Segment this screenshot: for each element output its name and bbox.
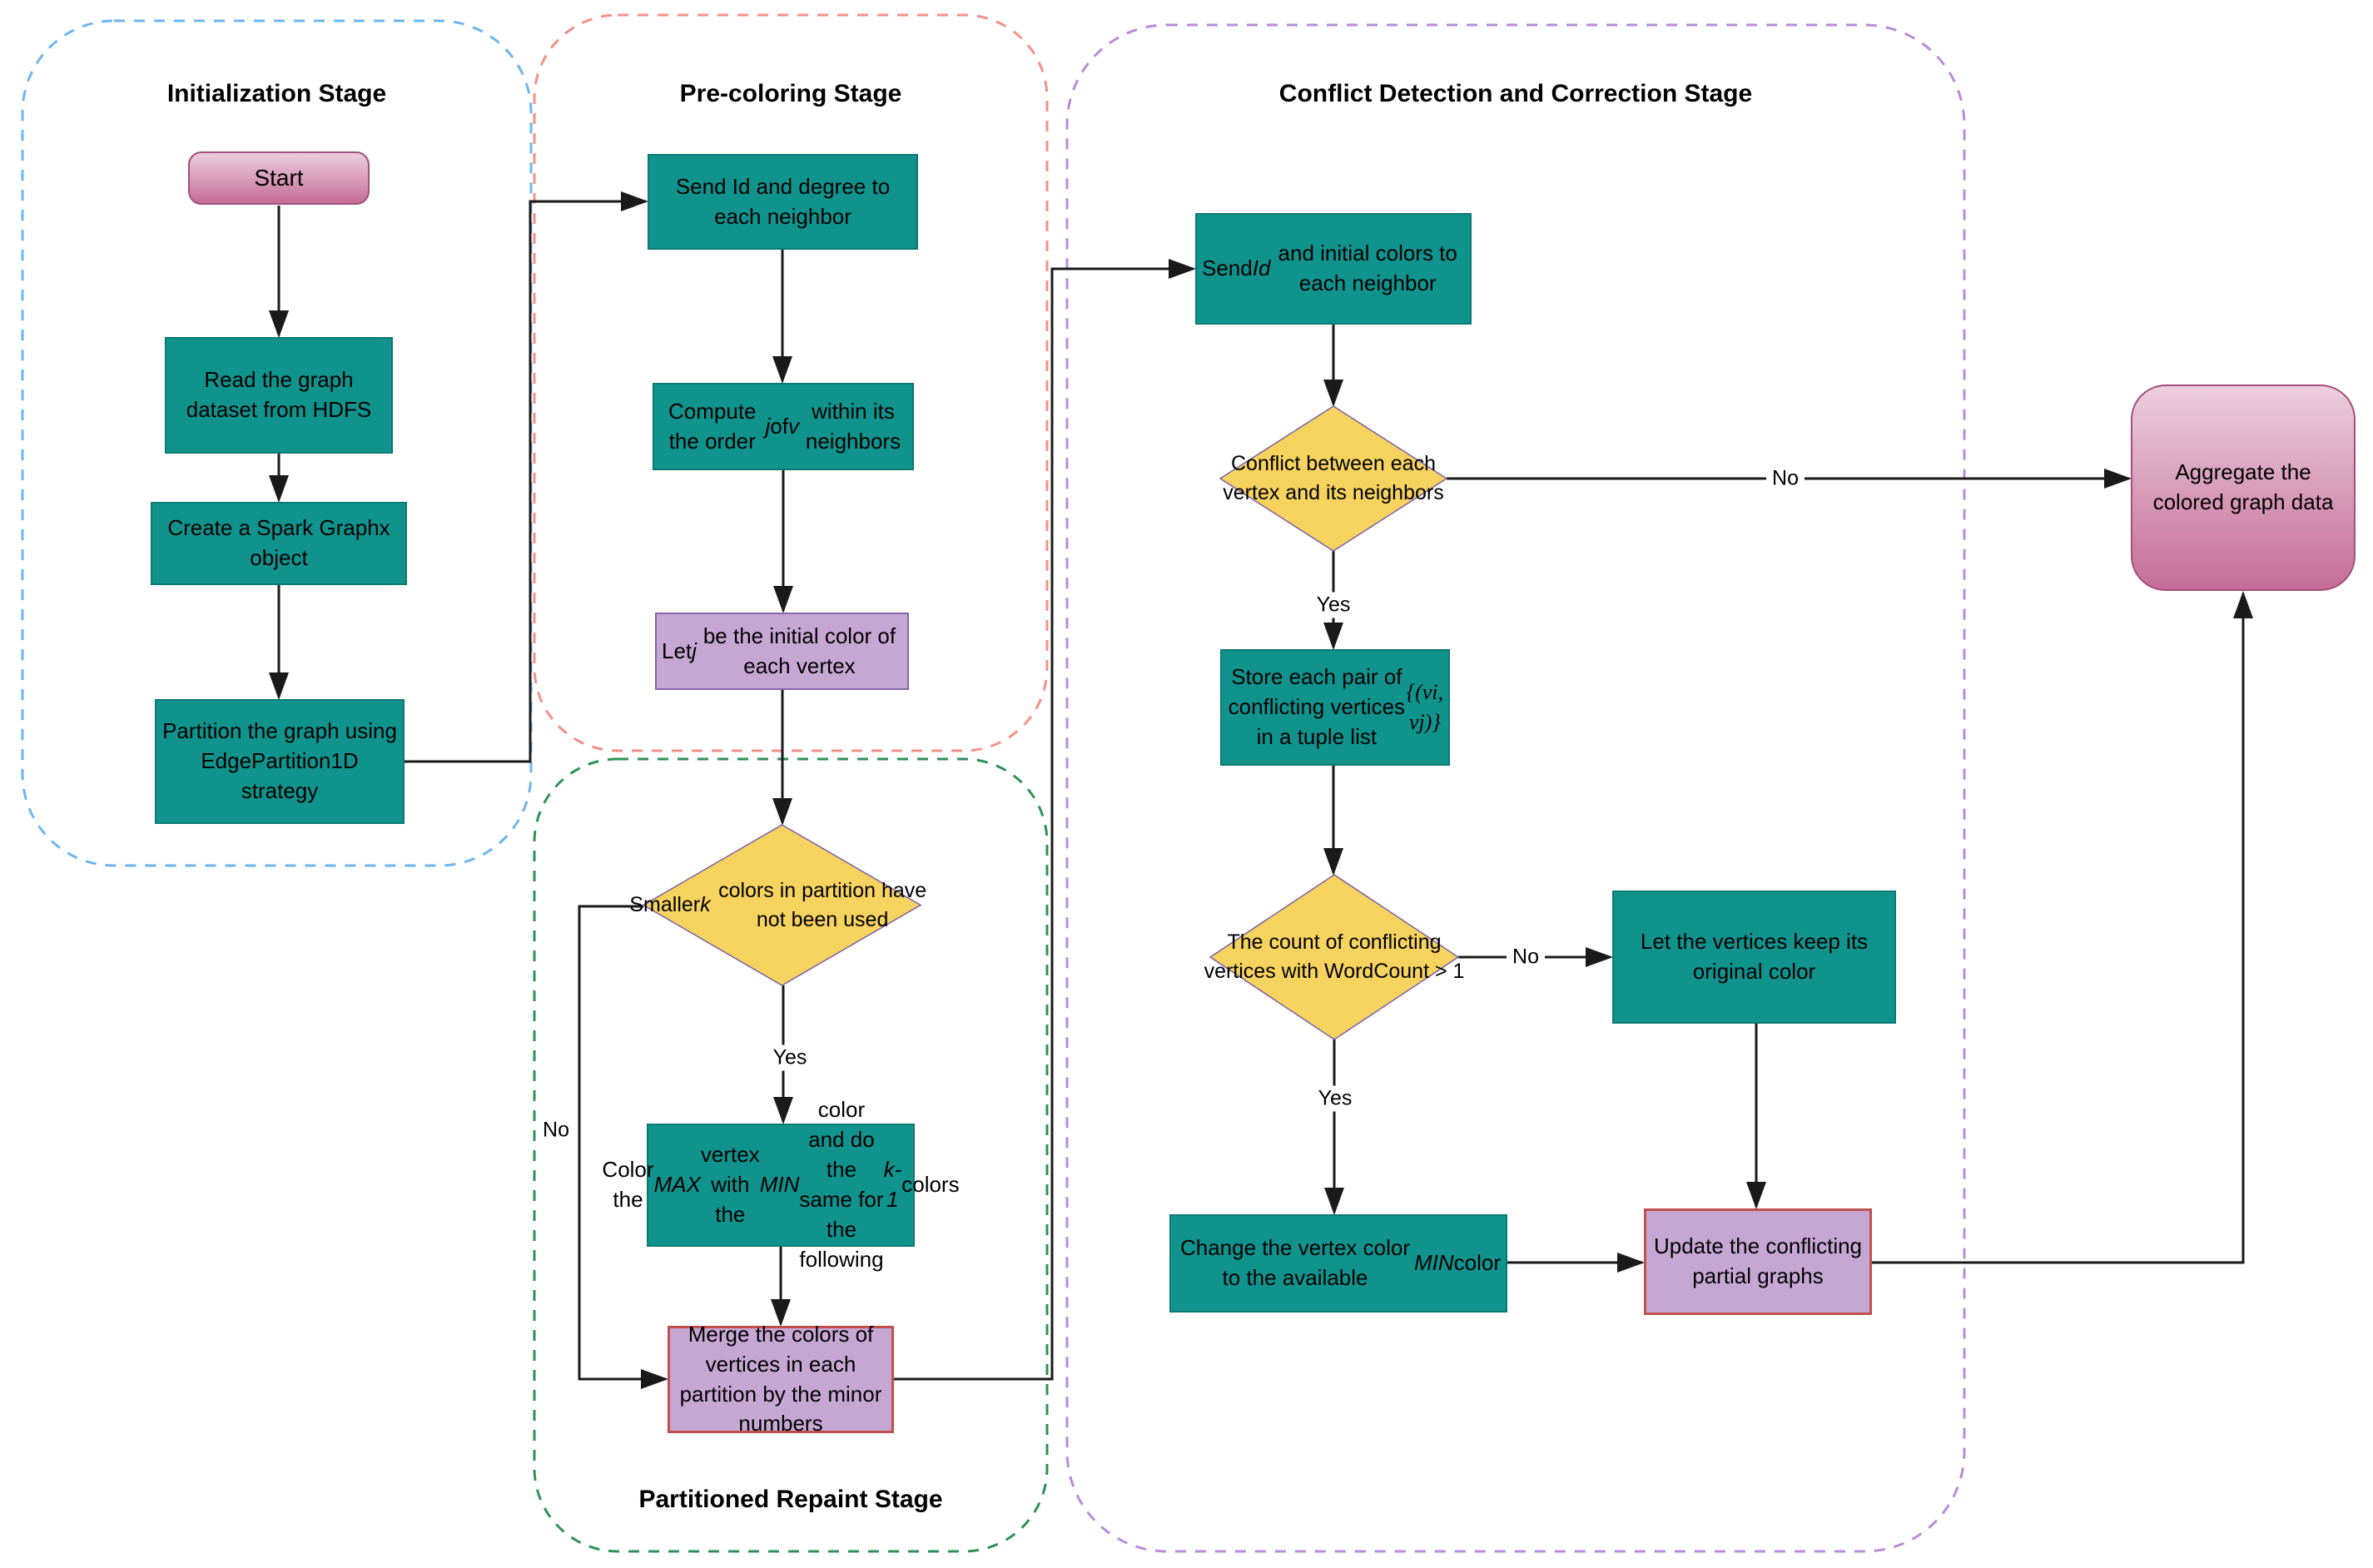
edge-update-to-aggregate — [1872, 591, 2253, 1264]
edge-label-count-no: No — [1507, 944, 1545, 970]
edge-label-conflict-yes: Yes — [1310, 592, 1357, 618]
node-create-spark-graphx: Create a Spark Graphx object — [151, 502, 407, 585]
stage-precoloring-outline — [533, 13, 1049, 752]
node-compute-order: Compute the order j of v within its neig… — [653, 383, 914, 470]
stage-title-precoloring: Pre-coloring Stage — [679, 80, 902, 107]
node-decision-conflict: Conflict between each vertex and its nei… — [1220, 406, 1447, 551]
node-decision-smaller-k-colors: Smaller k colors in partition have not b… — [629, 825, 926, 985]
edge-merge-to-send-initial — [894, 259, 1196, 1381]
node-change-vertex-color: Change the vertex color to the available… — [1169, 1214, 1507, 1312]
stage-title-initialization: Initialization Stage — [166, 80, 387, 107]
edge-label-conflict-no: No — [1766, 465, 1805, 492]
diamond-shape — [1220, 406, 1447, 551]
node-color-max-vertex: Color the MAX vertex with the MIN color … — [602, 1097, 960, 1272]
diamond-shape — [643, 825, 921, 985]
stage-title-conflict: Conflict Detection and Correction Stage — [1278, 80, 1753, 107]
node-partition-graph: Partition the graph using EdgePartition1… — [155, 699, 405, 824]
node-start: Start — [188, 151, 370, 205]
edge-label-k-no: No — [537, 1117, 575, 1144]
edge-label-count-yes: Yes — [1312, 1085, 1358, 1112]
node-send-id-degree: Send Id and degree to each neighbor — [648, 154, 918, 250]
edge-label-k-yes: Yes — [767, 1045, 813, 1071]
node-decision-wordcount: The count of conflicting vertices with W… — [1204, 875, 1464, 1040]
stage-title-partitioned-repaint: Partitioned Repaint Stage — [638, 1486, 943, 1513]
node-aggregate-colored-graph: Aggregate the colored graph data — [2131, 385, 2356, 591]
node-merge-colors: Merge the colors of vertices in each par… — [668, 1322, 894, 1436]
stage-partitioned-repaint-outline — [533, 757, 1049, 1553]
node-send-id-initial-colors: Send Id and initial colors to each neigh… — [1195, 213, 1472, 325]
node-update-partial-graphs: Update the conflicting partial graphs — [1644, 1208, 1872, 1315]
stage-conflict-outline — [1065, 23, 1966, 1553]
edge-diamond-k-no-to-merge — [578, 905, 668, 1389]
node-keep-original-color: Let the vertices keep its original color — [1612, 891, 1896, 1024]
node-let-j-initial-color: Let j be the initial color of each verte… — [655, 613, 909, 690]
node-store-conflicting-pairs: Store each pair of conflicting vertices … — [1220, 649, 1450, 766]
node-read-graph-hdfs: Read the graph dataset from HDFS — [165, 337, 393, 454]
diamond-shape — [1210, 875, 1458, 1040]
edge-partition-to-send-degree — [405, 191, 648, 763]
